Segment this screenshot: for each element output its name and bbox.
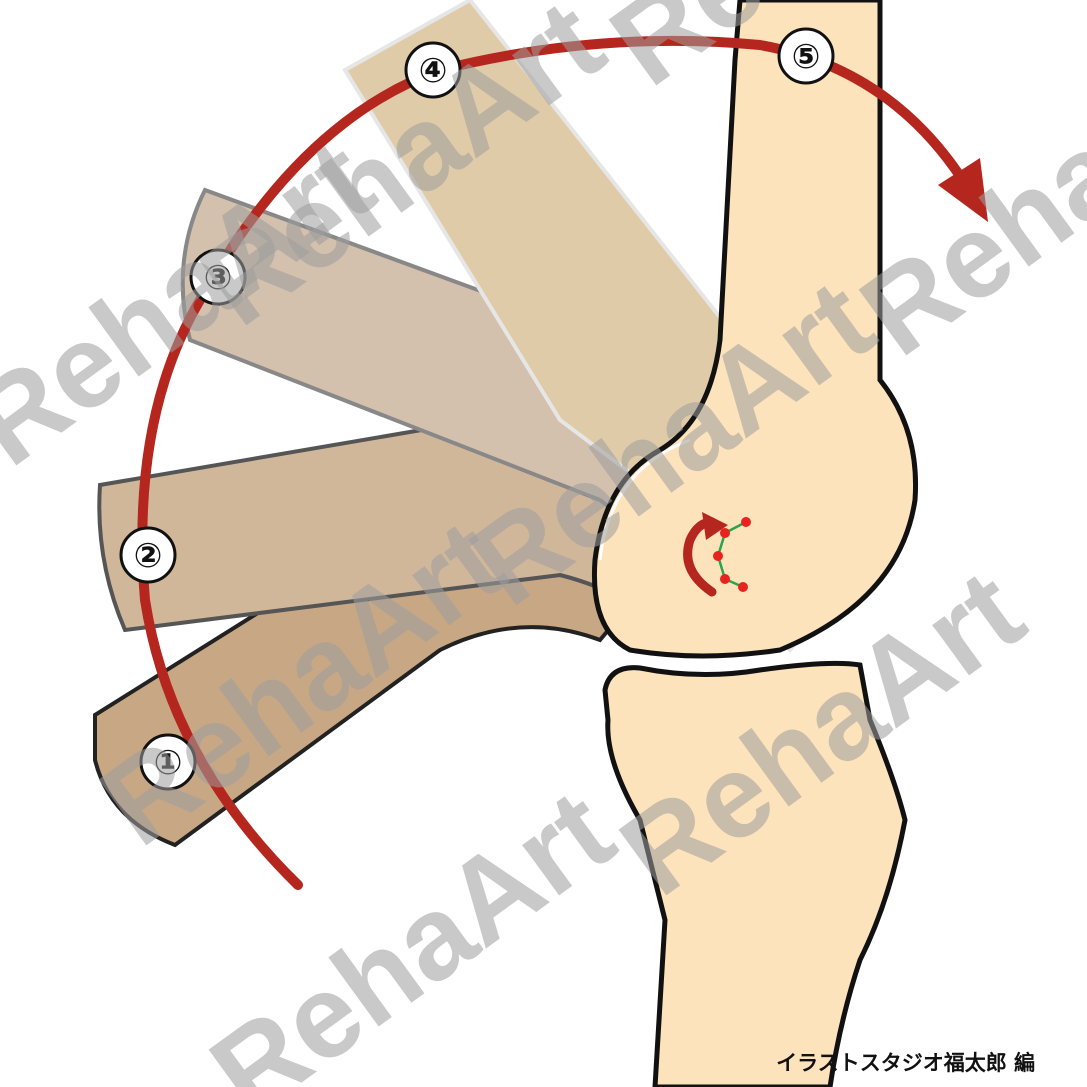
step-label-4: ④ bbox=[419, 51, 448, 91]
flexion-arc bbox=[137, 35, 988, 890]
step-label-5: ⑤ bbox=[792, 37, 821, 77]
rotation-arrow-icon bbox=[683, 512, 728, 597]
arrowhead-icon bbox=[938, 158, 988, 222]
step-marker-5: ⑤ bbox=[777, 27, 835, 85]
illustrator-credit: イラストスタジオ福太郎 編 bbox=[776, 1051, 1035, 1075]
step-marker-1: ① bbox=[139, 733, 197, 791]
femur-position-5 bbox=[591, 0, 919, 659]
tibia bbox=[602, 660, 908, 1087]
step-label-2: ② bbox=[134, 536, 163, 576]
watermark-text: RehaArt bbox=[188, 764, 637, 1087]
contact-point-dots bbox=[713, 517, 751, 592]
step-marker-4: ④ bbox=[404, 41, 462, 99]
step-marker-2: ② bbox=[119, 526, 177, 584]
step-marker-3: ③ bbox=[189, 248, 247, 306]
step-label-3: ③ bbox=[204, 258, 233, 298]
step-label-1: ① bbox=[154, 743, 183, 783]
